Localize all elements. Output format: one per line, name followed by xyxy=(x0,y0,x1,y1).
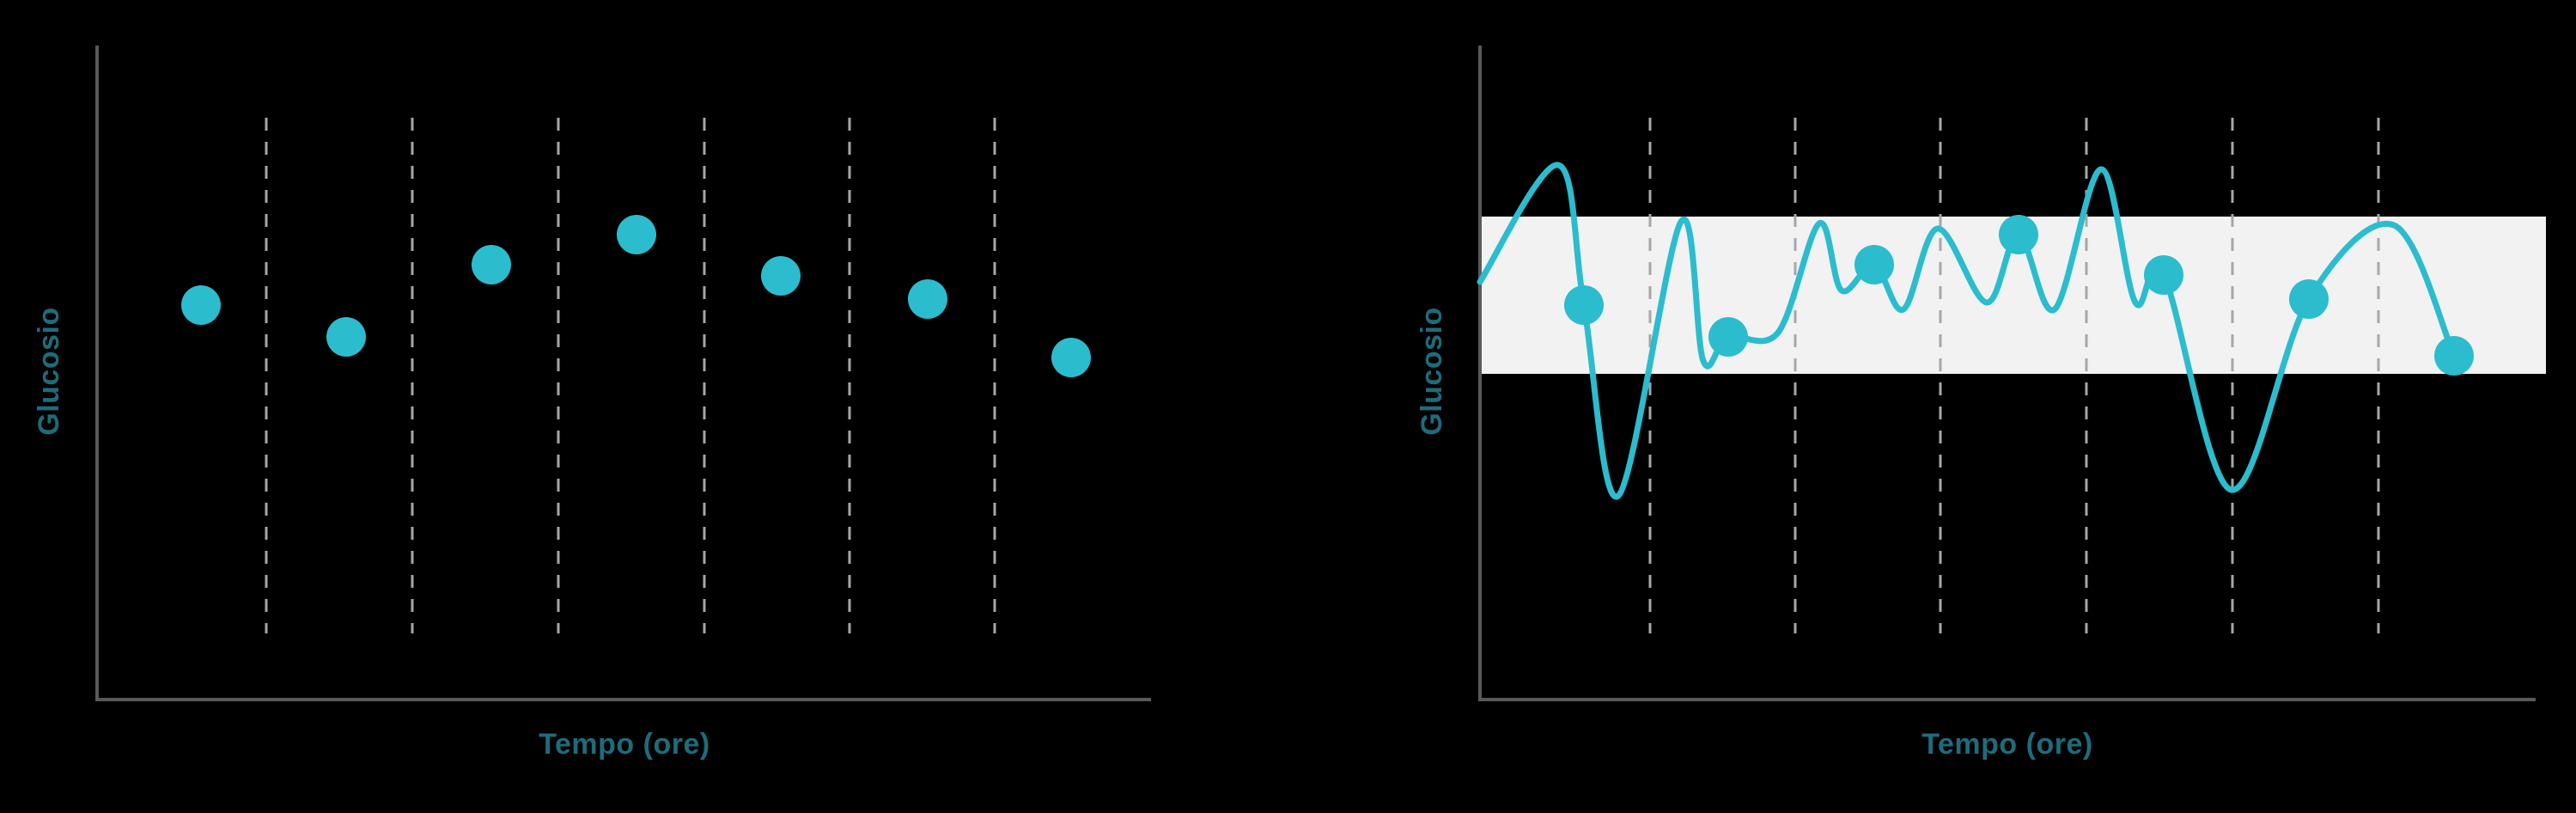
glucose-data-point xyxy=(181,285,221,325)
data-points-group xyxy=(181,215,1091,377)
glucose-data-point xyxy=(2144,255,2183,295)
glucose-data-point xyxy=(1051,338,1091,377)
axes-lines xyxy=(95,46,1151,701)
glucose-data-point xyxy=(2289,279,2329,319)
fingerstick-chart: Glucosio Tempo (ore) xyxy=(33,46,1151,761)
glucose-data-point xyxy=(472,245,511,284)
x-axis-label: Tempo (ore) xyxy=(1921,728,2092,761)
y-axis-label: Glucosio xyxy=(1416,307,1448,435)
cgm-curve xyxy=(1477,162,2457,500)
x-axis-label: Tempo (ore) xyxy=(539,728,709,761)
glucose-data-point xyxy=(2434,336,2474,376)
axes-lines xyxy=(1478,46,2536,701)
glucose-data-point xyxy=(908,279,947,319)
gridlines-group xyxy=(265,118,996,633)
glucose-data-point xyxy=(761,256,801,296)
y-axis-label: Glucosio xyxy=(33,307,65,435)
cgm-chart: Glucosio Tempo (ore) xyxy=(1416,46,2546,761)
gridlines-group xyxy=(1648,118,2380,633)
glucose-data-point xyxy=(1854,245,1894,284)
glucose-data-point xyxy=(1564,285,1604,325)
glucose-data-point xyxy=(326,317,366,357)
glucose-data-point xyxy=(1708,317,1748,357)
glucose-data-point xyxy=(617,215,656,254)
data-points-group xyxy=(1564,215,2474,376)
glucose-data-point xyxy=(1999,215,2038,254)
